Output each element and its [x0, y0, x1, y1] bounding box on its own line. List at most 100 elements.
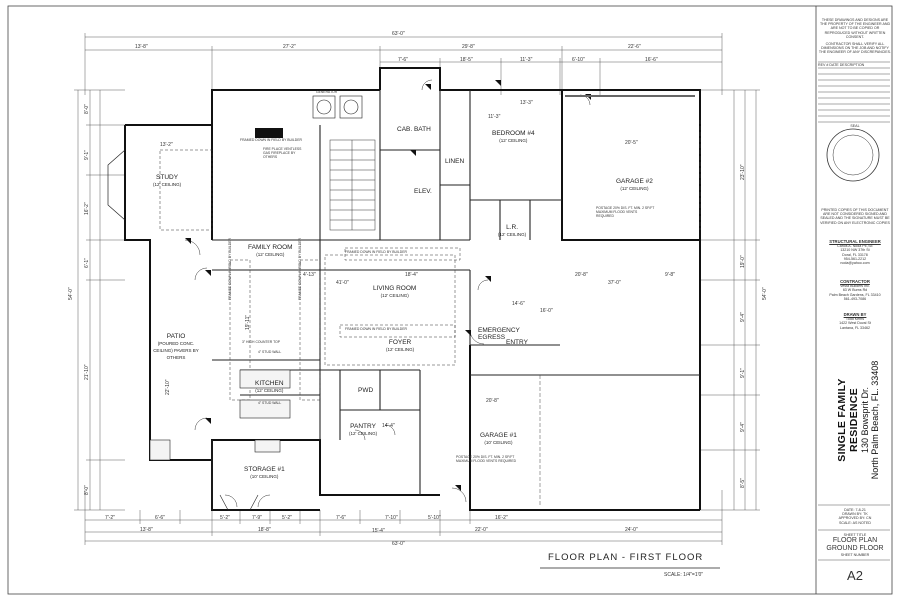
stairs [329, 139, 376, 231]
note-generator: GENERATOR [316, 90, 338, 94]
tb-project-title: SINGLE FAMILY RESIDENCE [836, 378, 860, 462]
tb-drawn: DRAWN BY Todd Kerns 1422 West Duval St L… [818, 312, 892, 330]
dim-bottom2-10: 16'-2" [495, 515, 508, 521]
note-framed-1: FRAMED DOWN IN FIELD BY BUILDER [240, 138, 302, 142]
dim-bottom2-9: 5'-10" [428, 515, 441, 521]
note-fireplace: FIRE PLACE VENTLESS GAS FIREPLACE BY OTH… [263, 147, 302, 159]
garage2-door-line [565, 95, 695, 97]
engineer-seal [826, 128, 880, 182]
note-garage2: POSTAGE 20% DIS. FT. MIN. 2 SF/FT MAXIMU… [596, 206, 655, 218]
room-pantry: PANTRY(12' CEILING) [349, 423, 378, 436]
top-dimension-strings [84, 33, 723, 95]
plan-title: FLOOR PLAN - FIRST FLOOR [548, 552, 704, 563]
room-kitchen: KITCHEN(12' CEILING) [255, 380, 284, 393]
note-framed-vert-2: FRAMED DOWN IN FIELD BY BUILDER [298, 238, 302, 300]
tb-sheet-title: SHEET TITLE FLOOR PLAN GROUND FLOOR SHEE… [818, 533, 892, 557]
room-cabbath: CAB. BATH [397, 126, 431, 133]
dim-int-6: 37'-0" [608, 280, 621, 286]
dim-bottom-4: 24'-0" [625, 527, 638, 533]
tb-rev-header: REV # DATE DESCRIPTION [818, 63, 865, 67]
tb-sheet-title-2: GROUND FLOOR [826, 545, 884, 553]
room-garage1: GARAGE #1(10' CEILING) [480, 432, 517, 445]
dim-int-5: 20'-8" [575, 272, 588, 278]
dim-int-1: 13'-2" [160, 142, 173, 148]
dim-right-2: 19'-0" [740, 255, 746, 268]
dim-top2-2: 18'-5" [460, 57, 473, 63]
room-patio: PATIO(POURED CONC. CEILING) PAVERS BY OT… [153, 333, 199, 360]
note-framed-3: FRAMED DOWN IN FIELD BY BUILDER [345, 327, 407, 331]
dim-top-4: 22'-6" [628, 44, 641, 50]
room-study: STUDY(12' CEILING) [153, 174, 182, 187]
room-living: LIVING ROOM(12' CEILING) [373, 285, 417, 298]
tb-copyright: THESE DRAWINGS AND DESIGNS ARE THE PROPE… [819, 18, 891, 39]
tb-printed-copies: PRINTED COPIES OF THIS DOCUMENT ARE NOT … [820, 208, 890, 225]
tb-structural-head: STRUCTURAL ENGINEER [829, 239, 881, 244]
bottom-dimension-strings [84, 490, 723, 545]
room-lr: L.R.(12' CEILING) [498, 224, 527, 237]
dim-int-14: 11'-3" [488, 114, 501, 120]
note-garage1: POSTAGE 20% DIS. FT. MIN. 2 SF/FT MAXIMU… [456, 455, 517, 463]
dim-int-13: 13'-3" [520, 100, 533, 106]
dim-int-8: 14'-4" [382, 423, 395, 429]
room-garage2: GARAGE #2(12' CEILING) [616, 178, 653, 191]
room-storage: STORAGE #1(10' CEILING) [244, 466, 285, 479]
dim-int-2: 4'-13" [303, 272, 316, 278]
room-foyer: FOYER(12' CEILING) [386, 339, 415, 352]
room-entry: ENTRY [506, 339, 528, 346]
tb-structural-line: noda@yahoo.com [840, 261, 870, 266]
study-bay-window [107, 149, 126, 221]
dim-top2-4: 6'-10" [572, 57, 585, 63]
note-framed-2: FRAMED DOWN IN FIELD BY BUILDER [345, 250, 407, 254]
note-stud-wall-1: 4" STUD WALL [258, 350, 282, 354]
tb-contractor: CONTRACTOR Vesta Builders Inc. 63 W Burn… [818, 279, 892, 301]
room-family: FAMILY ROOM(12' CEILING) [248, 244, 293, 257]
tb-contractor-line: Palm Beach Gardens, FL 33410 [829, 292, 881, 297]
dim-int-3: 18'-4" [405, 272, 418, 278]
dim-top2-3: 11'-3" [520, 57, 533, 63]
note-counter: 3" HIGH COUNTER TOP [242, 340, 281, 344]
dim-int-12: 20'-5" [625, 140, 638, 146]
title-block-rules [818, 61, 890, 561]
tb-drawn-head: DRAWN BY [843, 312, 867, 317]
room-bedroom4: BEDROOM #4(12' CEILING) [492, 130, 535, 143]
dim-left-4: 6'-1" [84, 258, 90, 268]
tb-meta-line: DRAWN BY: TK [842, 512, 868, 517]
right-dimension-strings [700, 89, 760, 511]
storage-bay-door [219, 494, 259, 511]
tb-contractor-line: 63 W Burns Rd [842, 288, 868, 293]
dim-right-4: 9'-1" [740, 368, 746, 378]
dim-int-16: 19'-11" [245, 314, 251, 330]
tb-sheet-title-1: FLOOR PLAN [832, 537, 878, 545]
dim-left-2: 9'-1" [84, 150, 90, 160]
tb-meta-line: APPROVED BY: CN [838, 516, 872, 521]
dim-bottom2-5: 5'-2" [282, 515, 292, 521]
room-emergency-egress: EMERGENCY EGRESS [478, 327, 520, 341]
dim-right-1: 23'-10" [740, 164, 746, 180]
tb-meta: DATE: 7-8-21 DRAWN BY: TK APPROVED BY: C… [818, 508, 892, 525]
note-framed-vert-1: FRAMED DOWN IN FIELD BY BUILDER [228, 238, 232, 300]
tb-sheet-number-label: SHEET NUMBER [840, 553, 870, 558]
dim-left-total: 54'-0" [68, 287, 74, 300]
ac-units [312, 95, 363, 119]
room-pwd: PWD [358, 387, 374, 394]
dim-bottom2-1: 7'-2" [105, 515, 115, 521]
tb-seal-label: SEAL [850, 124, 860, 128]
dim-right-total: 54'-0" [762, 287, 768, 300]
tb-structural-line: 954-561-2212 [843, 256, 867, 261]
dim-bottom-1: 13'-8" [140, 527, 153, 533]
tb-contractor-line: Vesta Builders Inc. [840, 284, 870, 289]
room-elev: ELEV. [414, 188, 432, 195]
dim-int-9: 20'-8" [486, 398, 499, 404]
dim-int-10: 14'-6" [512, 301, 525, 307]
dim-top-total: 63'-0" [392, 31, 405, 37]
tb-meta-line: DATE: 7-8-21 [844, 508, 866, 512]
room-linen: LINEN [445, 158, 465, 165]
dim-int-11: 16'-0" [540, 308, 553, 314]
tb-address-1: 130 Bowsprit Dr. [860, 386, 870, 454]
tb-structural-line: Carlos A. Noda PE,SE [837, 244, 873, 249]
tb-drawn-line: Todd Kerns [845, 317, 865, 322]
dim-bottom2-8: 7'-10" [385, 515, 398, 521]
dim-top2-5: 16'-6" [645, 57, 658, 63]
dim-bottom-2: 18'-8" [258, 527, 271, 533]
